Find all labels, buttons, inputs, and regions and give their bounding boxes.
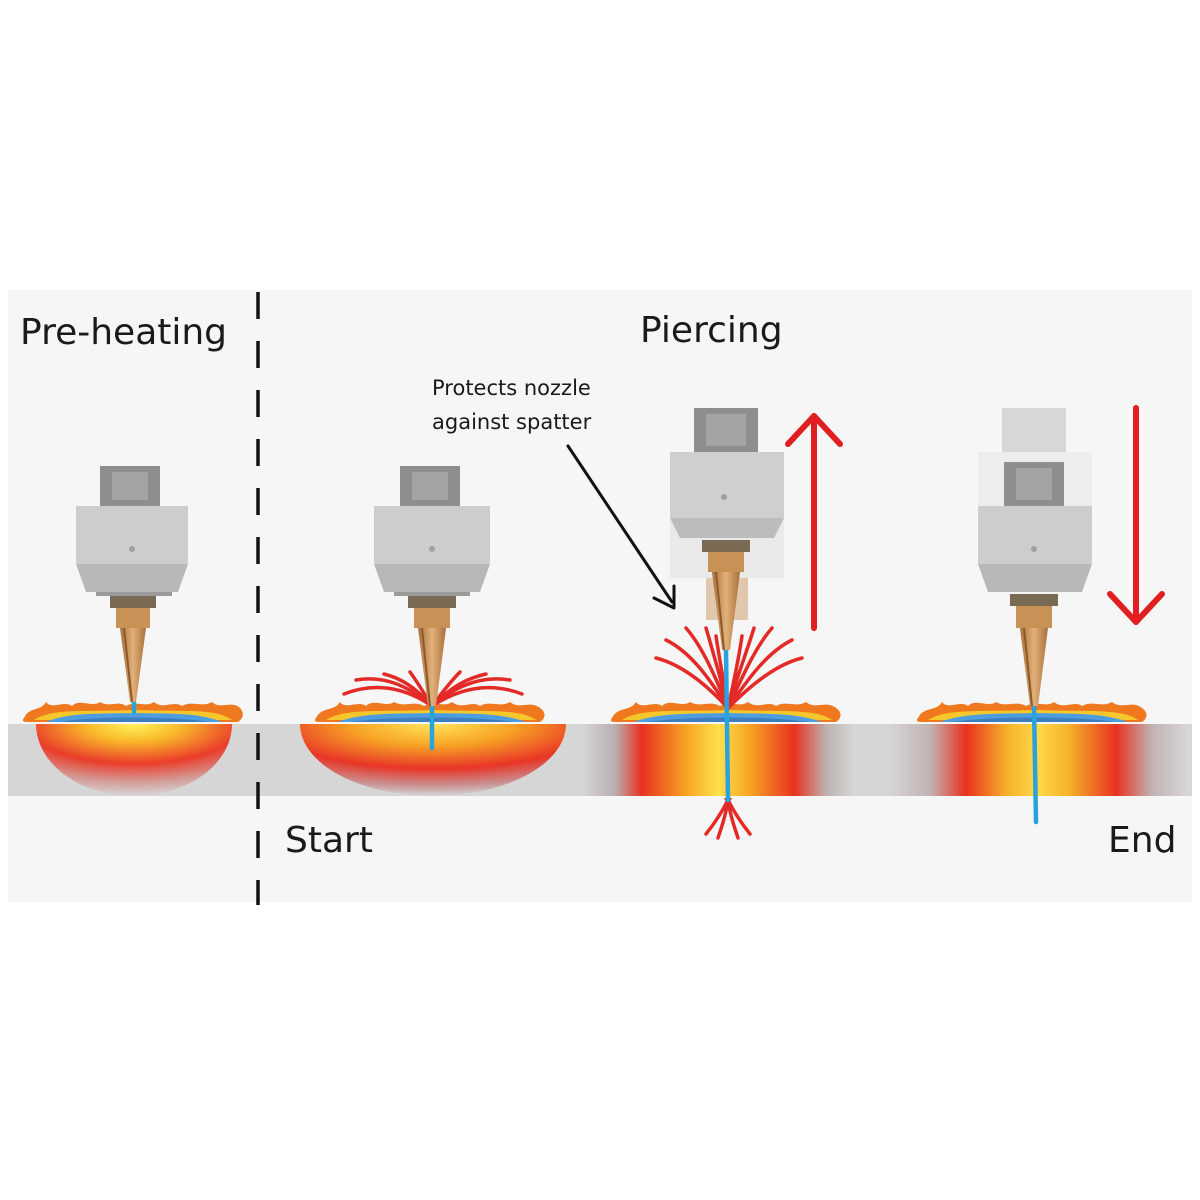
spatter-bottom (704, 798, 752, 840)
heat-zone-start (300, 724, 566, 796)
up-arrow-icon (785, 413, 843, 631)
label-piercing: Piercing (640, 310, 783, 351)
diagram-panel (8, 290, 1192, 902)
torch-piercing (670, 408, 784, 651)
label-end: End (1108, 820, 1177, 861)
label-start: Start (285, 820, 373, 861)
heat-zones (36, 724, 1188, 796)
torch-preheating (76, 466, 188, 703)
beam-piercing (723, 647, 731, 803)
annotation-line-2: against spatter (432, 410, 592, 434)
heat-zone-preheating (36, 724, 232, 796)
beam-end (1031, 703, 1039, 825)
torch-end (978, 462, 1092, 707)
torch-start (374, 466, 490, 707)
laser-beams (131, 647, 1039, 825)
label-preheating: Pre-heating (20, 312, 228, 353)
spatter-piercing (654, 626, 804, 710)
down-arrow-icon (1107, 405, 1165, 625)
melt-pool-end (916, 702, 1147, 722)
heat-zone-piercing (582, 724, 854, 796)
annotation-pointer-arrow (566, 444, 676, 610)
heat-zone-end (888, 724, 1188, 796)
annotation-line-1: Protects nozzle (432, 376, 591, 400)
